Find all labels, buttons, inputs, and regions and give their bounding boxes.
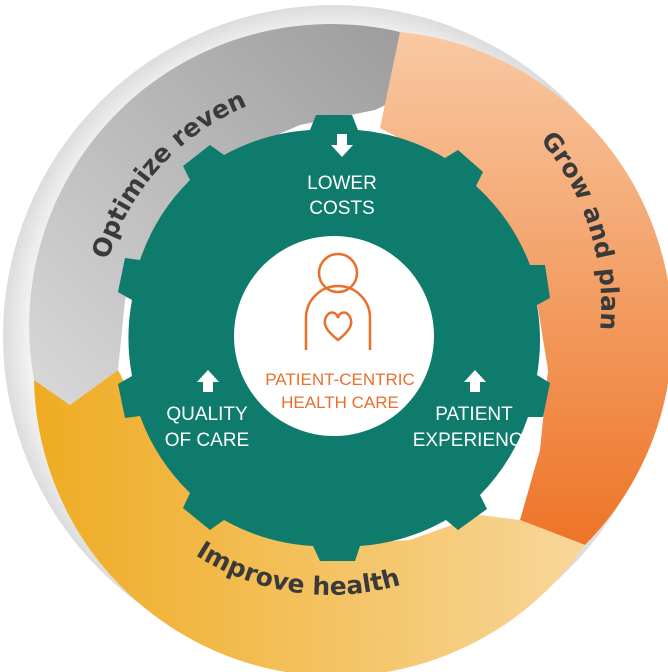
down-arrow-icon <box>331 134 353 157</box>
quality-of-care-label-line1: QUALITY <box>166 404 248 425</box>
up-arrow-icon <box>197 370 219 392</box>
center-label-line1: PATIENT-CENTRIC <box>265 370 415 389</box>
quality-of-care-label-line2: OF CARE <box>165 430 249 451</box>
person-heart-icon <box>304 252 372 350</box>
center-label-line2: HEALTH CARE <box>281 393 399 412</box>
segment-improve-health <box>34 370 585 672</box>
lower-costs-label-line2: COSTS <box>309 198 374 219</box>
patient-experience-label-line2: EXPERIENCE <box>413 430 535 451</box>
patient-experience-label-line1: PATIENT <box>435 404 513 425</box>
up-arrow-icon <box>464 370 486 392</box>
lower-costs-label-line1: LOWER <box>307 173 377 194</box>
